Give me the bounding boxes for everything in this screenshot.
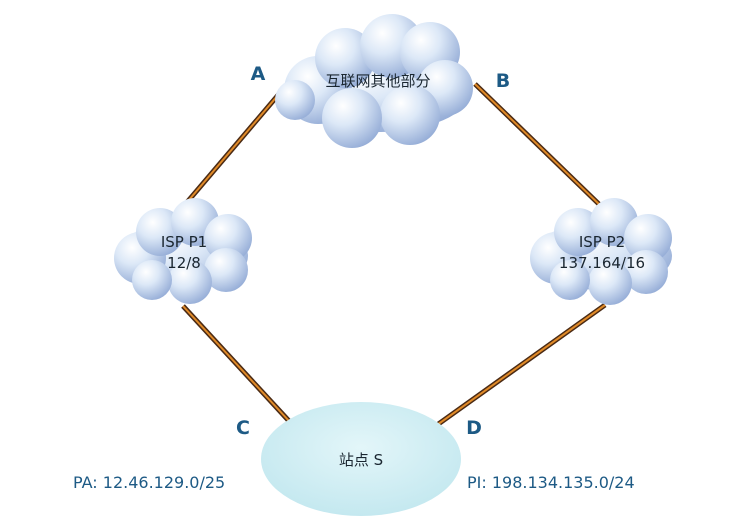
- internet-cloud: [275, 14, 473, 148]
- link-d: [435, 302, 607, 428]
- pi-address: PI: 198.134.135.0/24: [467, 473, 635, 492]
- site-s-label: 站点 S: [339, 451, 383, 469]
- link-c-label: C: [236, 417, 250, 439]
- isp-p2-name: ISP P2: [579, 233, 625, 251]
- isp-p1-prefix: 12/8: [167, 254, 201, 272]
- link-a: [181, 92, 281, 209]
- link-d-label: D: [466, 417, 482, 439]
- pa-address: PA: 12.46.129.0/25: [73, 473, 225, 492]
- site-s-ellipse: [261, 402, 461, 516]
- isp-p1-cloud: [114, 198, 252, 304]
- link-c: [181, 304, 291, 423]
- isp-p1-name: ISP P1: [161, 233, 207, 251]
- isp-p2-cloud: [530, 198, 672, 305]
- link-a-label: A: [251, 63, 266, 85]
- link-b-label: B: [496, 70, 510, 92]
- isp-p2-prefix: 137.164/16: [559, 254, 645, 272]
- internet-cloud-label: 互联网其他部分: [325, 72, 430, 90]
- link-b: [473, 82, 606, 211]
